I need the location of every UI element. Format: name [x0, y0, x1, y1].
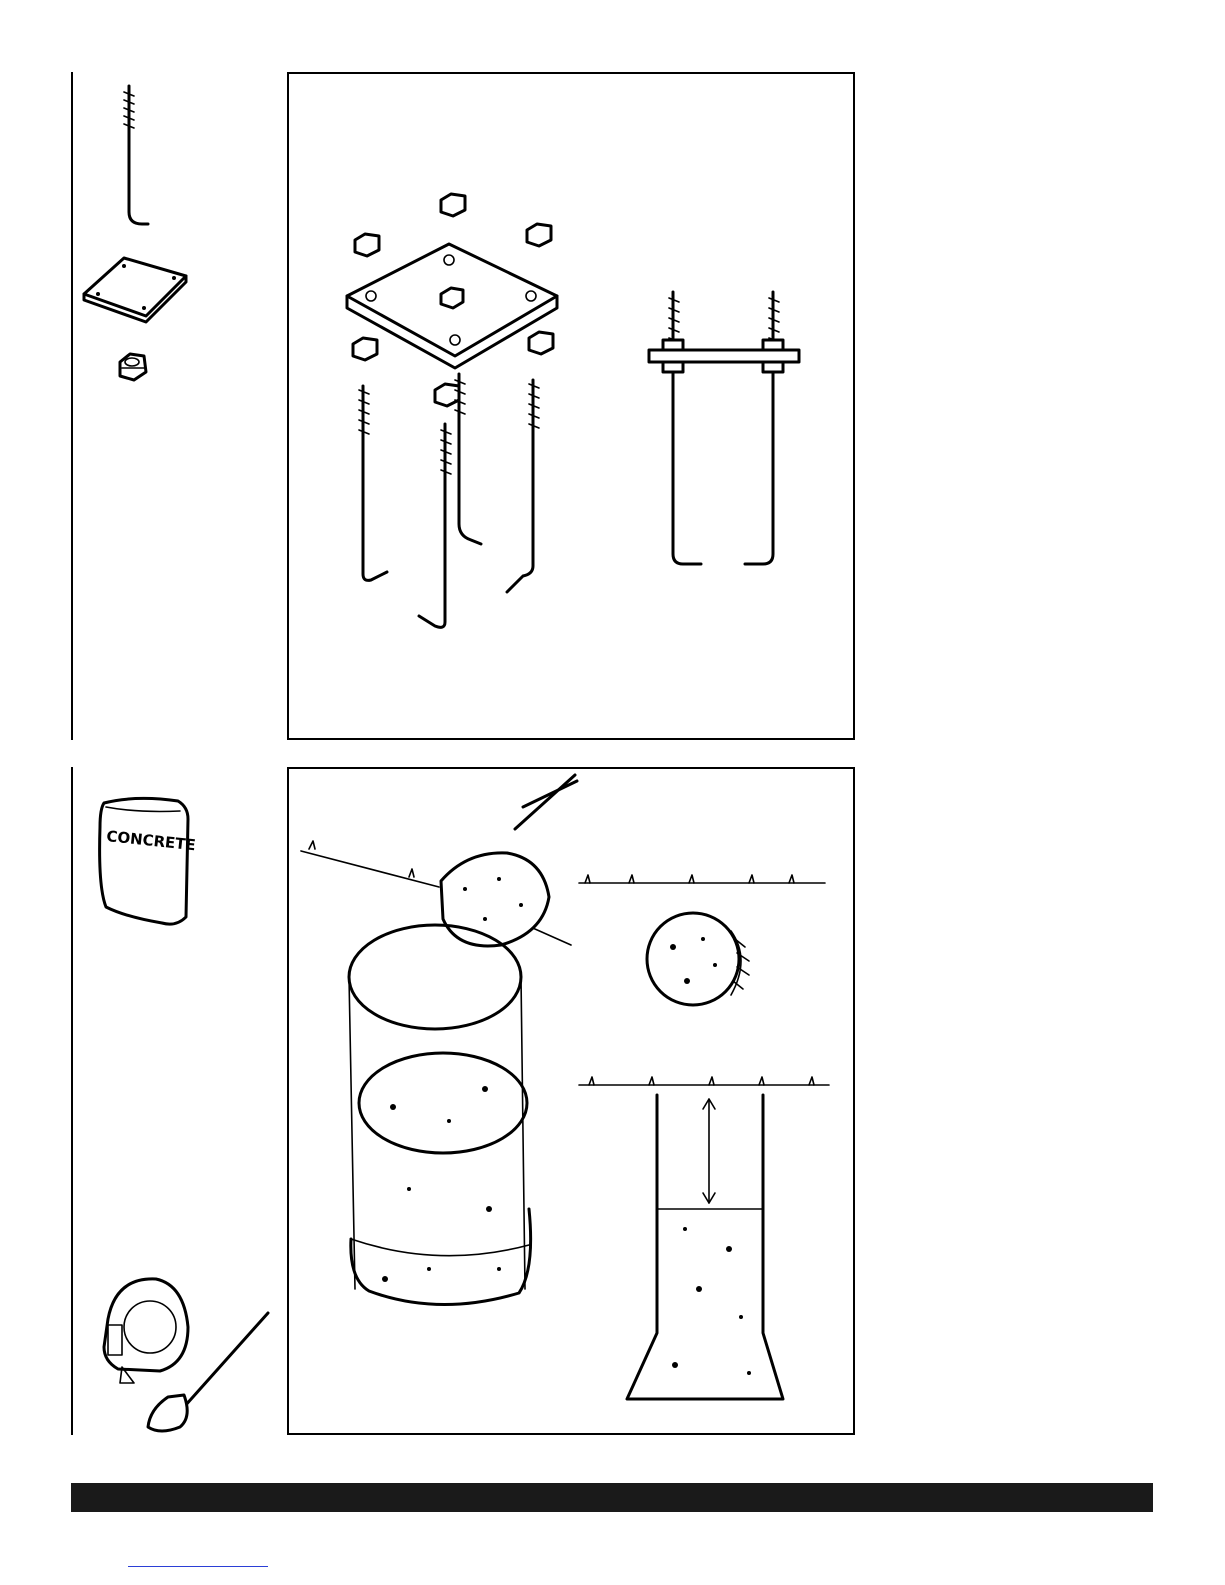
base-plate-icon: [84, 258, 186, 322]
hex-nut-icon: [120, 354, 146, 380]
step1-sidebar-rule: [71, 72, 73, 740]
step2-parts-list: CONCRETE: [76, 767, 281, 1435]
footer-link-underline[interactable]: [128, 1564, 268, 1567]
concrete-bag-icon: CONCRETE: [100, 798, 197, 924]
step1-illustration-panel: [287, 72, 855, 740]
assembled-anchor-template: [649, 292, 799, 564]
depth-arrow-icon: [703, 1099, 715, 1203]
hole-top-view: [647, 913, 749, 1005]
step2-sidebar-rule: [71, 767, 73, 1435]
tape-measure-icon: [104, 1279, 188, 1383]
shovel-pouring-concrete: [441, 775, 577, 946]
footer-bar: [71, 1483, 1153, 1512]
step1-parts-list: [76, 72, 281, 740]
hole-with-concrete: [349, 925, 531, 1305]
exploded-anchor-assembly: [347, 194, 557, 627]
step2-illustration-panel: [287, 767, 855, 1435]
hole-cross-section: [627, 1095, 783, 1399]
anchor-bolt-icon: [124, 86, 148, 224]
